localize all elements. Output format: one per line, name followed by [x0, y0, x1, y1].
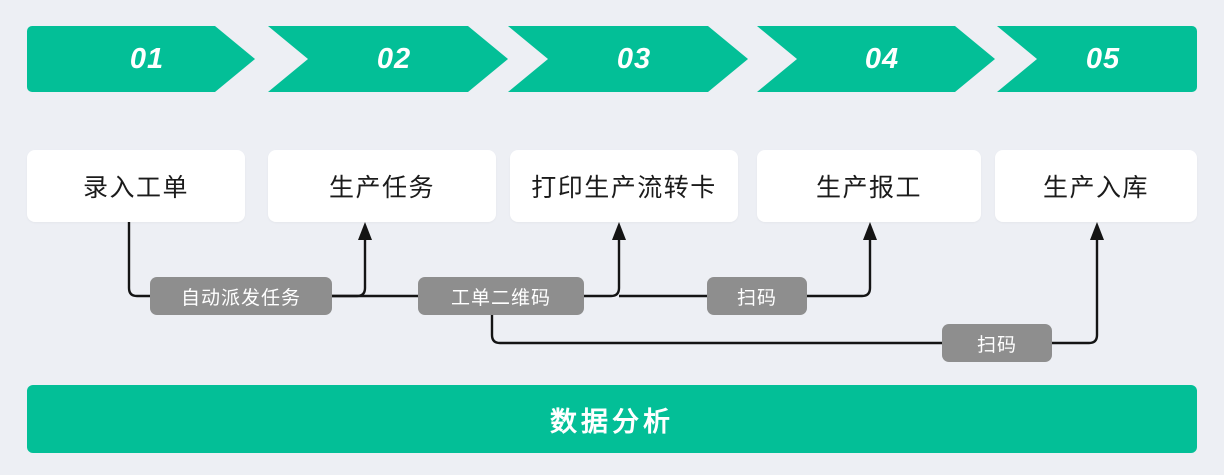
- connector-label-work-order-qr-text: 工单二维码: [450, 287, 551, 309]
- stage-card-1[interactable]: 录入工单: [27, 150, 245, 222]
- connector-label-scan-2[interactable]: 扫码: [942, 324, 1052, 362]
- connector-path-7: [1050, 232, 1099, 345]
- step-number-01: 01: [129, 42, 165, 75]
- stage-card-5[interactable]: 生产入库: [995, 150, 1197, 222]
- connector-label-work-order-qr[interactable]: 工单二维码: [418, 277, 584, 315]
- arrowhead-into-card-4: [863, 222, 877, 240]
- connector-path-5: [805, 232, 872, 298]
- connector-label-auto-dispatch[interactable]: 自动派发任务: [150, 277, 332, 315]
- stage-card-3-label: 打印生产流转卡: [531, 174, 717, 202]
- connector-path-6: [490, 315, 944, 345]
- connector-label-scan-1-text: 扫码: [736, 287, 777, 309]
- stage-card-4-label: 生产报工: [815, 174, 922, 202]
- step-number-04: 04: [864, 42, 900, 75]
- arrowhead-into-card-2: [358, 222, 372, 240]
- step-chevron-row: 01 02 03 04 05: [0, 0, 1224, 120]
- step-chevron-03[interactable]: 03: [508, 26, 748, 92]
- arrowhead-into-card-5: [1090, 222, 1104, 240]
- stage-card-3[interactable]: 打印生产流转卡: [510, 150, 738, 222]
- connector-label-auto-dispatch-text: 自动派发任务: [180, 287, 301, 309]
- stage-card-1-label: 录入工单: [82, 174, 189, 202]
- stage-card-4[interactable]: 生产报工: [757, 150, 981, 222]
- stage-card-2[interactable]: 生产任务: [268, 150, 496, 222]
- step-chevron-05[interactable]: 05: [997, 26, 1197, 92]
- arrowhead-into-card-3: [612, 222, 626, 240]
- step-number-05: 05: [1085, 42, 1121, 75]
- connector-label-scan-2-text: 扫码: [976, 334, 1017, 356]
- step-chevron-02[interactable]: 02: [268, 26, 508, 92]
- step-chevron-01[interactable]: 01: [27, 26, 255, 92]
- stage-card-2-label: 生产任务: [328, 174, 435, 202]
- step-number-02: 02: [376, 42, 412, 75]
- footer-bar-label: 数据分析: [550, 406, 674, 437]
- step-number-03: 03: [616, 42, 652, 75]
- connector-label-scan-1[interactable]: 扫码: [707, 277, 807, 315]
- stage-card-5-label: 生产入库: [1042, 174, 1149, 202]
- connector-path-3: [583, 232, 621, 298]
- step-chevron-04[interactable]: 04: [757, 26, 995, 92]
- footer-bar-data-analysis[interactable]: 数据分析: [27, 385, 1197, 453]
